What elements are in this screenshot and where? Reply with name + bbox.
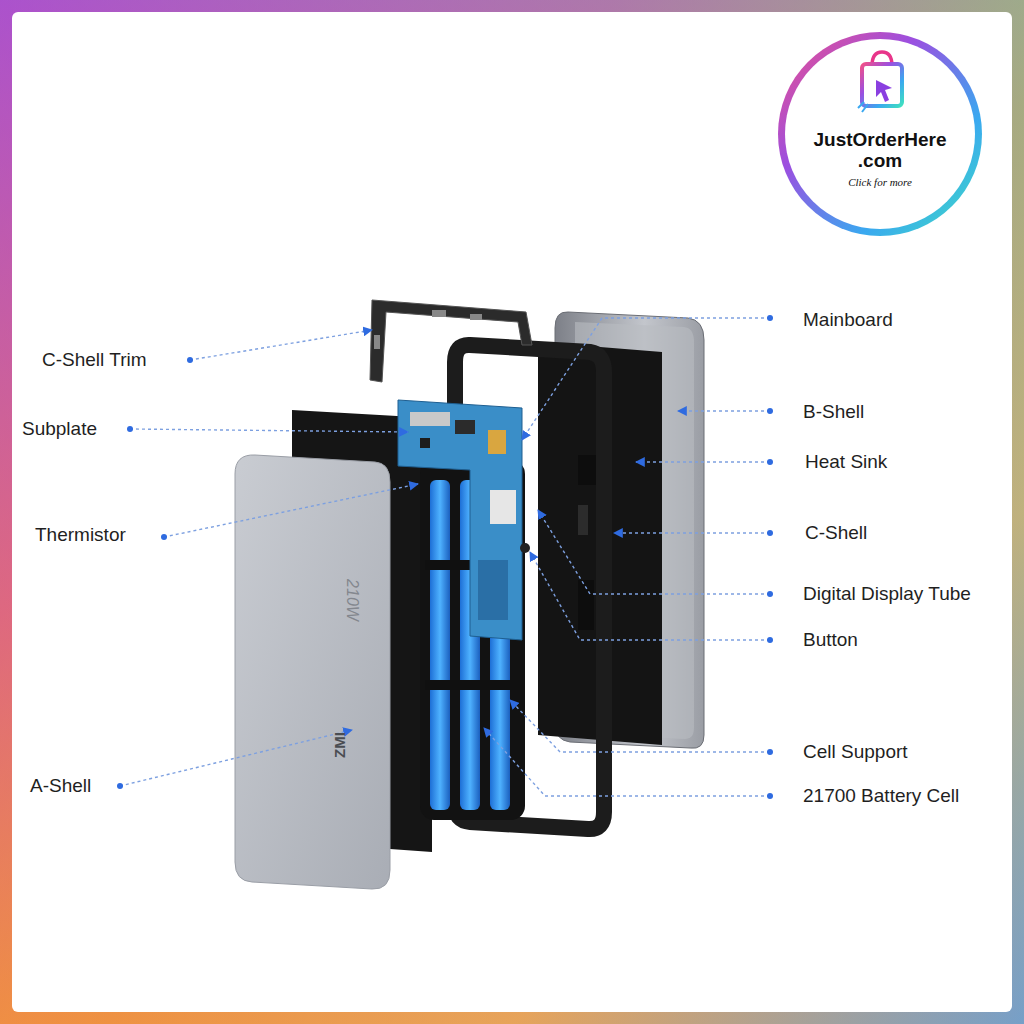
leader-line <box>678 410 770 411</box>
leader-line <box>484 728 770 796</box>
part-name: 21700 Battery Cell <box>803 785 959 807</box>
page-ground <box>12 12 1012 1012</box>
part-name: A-Shell <box>30 775 91 797</box>
leader-line <box>530 552 770 640</box>
leader-lines <box>120 318 770 796</box>
leader-line <box>130 429 408 432</box>
leader-line <box>522 318 770 440</box>
part-name: C-Shell Trim <box>42 349 147 371</box>
part-name: Subplate <box>22 418 97 440</box>
part-name: Digital Display Tube <box>803 583 971 605</box>
c-shell-trim <box>370 300 532 382</box>
part-name: C-Shell <box>805 522 867 544</box>
leader-line <box>614 532 770 533</box>
brand-logo: ZMI <box>331 732 348 758</box>
part-name: Button <box>803 629 858 651</box>
leader-line <box>164 484 418 537</box>
leader-dots <box>117 315 773 799</box>
part-name: Cell Support <box>803 741 908 763</box>
circuit-board <box>398 400 530 640</box>
a-shell <box>235 455 390 889</box>
brand-name: JustOrderHere .com <box>813 130 946 172</box>
part-name: Heat Sink <box>805 451 887 473</box>
part-name: B-Shell <box>803 401 864 423</box>
product-marking: 210W <box>343 579 361 621</box>
leader-line <box>120 730 352 786</box>
leader-line <box>190 330 372 360</box>
tagline: Click for more <box>848 175 912 189</box>
leader-line <box>636 461 770 462</box>
part-name: Mainboard <box>803 309 893 331</box>
leader-line <box>538 510 770 594</box>
leader-line <box>510 700 770 752</box>
part-name: Thermistor <box>35 524 126 546</box>
logo-badge: JustOrderHere .comClick for more <box>776 30 984 238</box>
bag-icon <box>858 52 902 112</box>
